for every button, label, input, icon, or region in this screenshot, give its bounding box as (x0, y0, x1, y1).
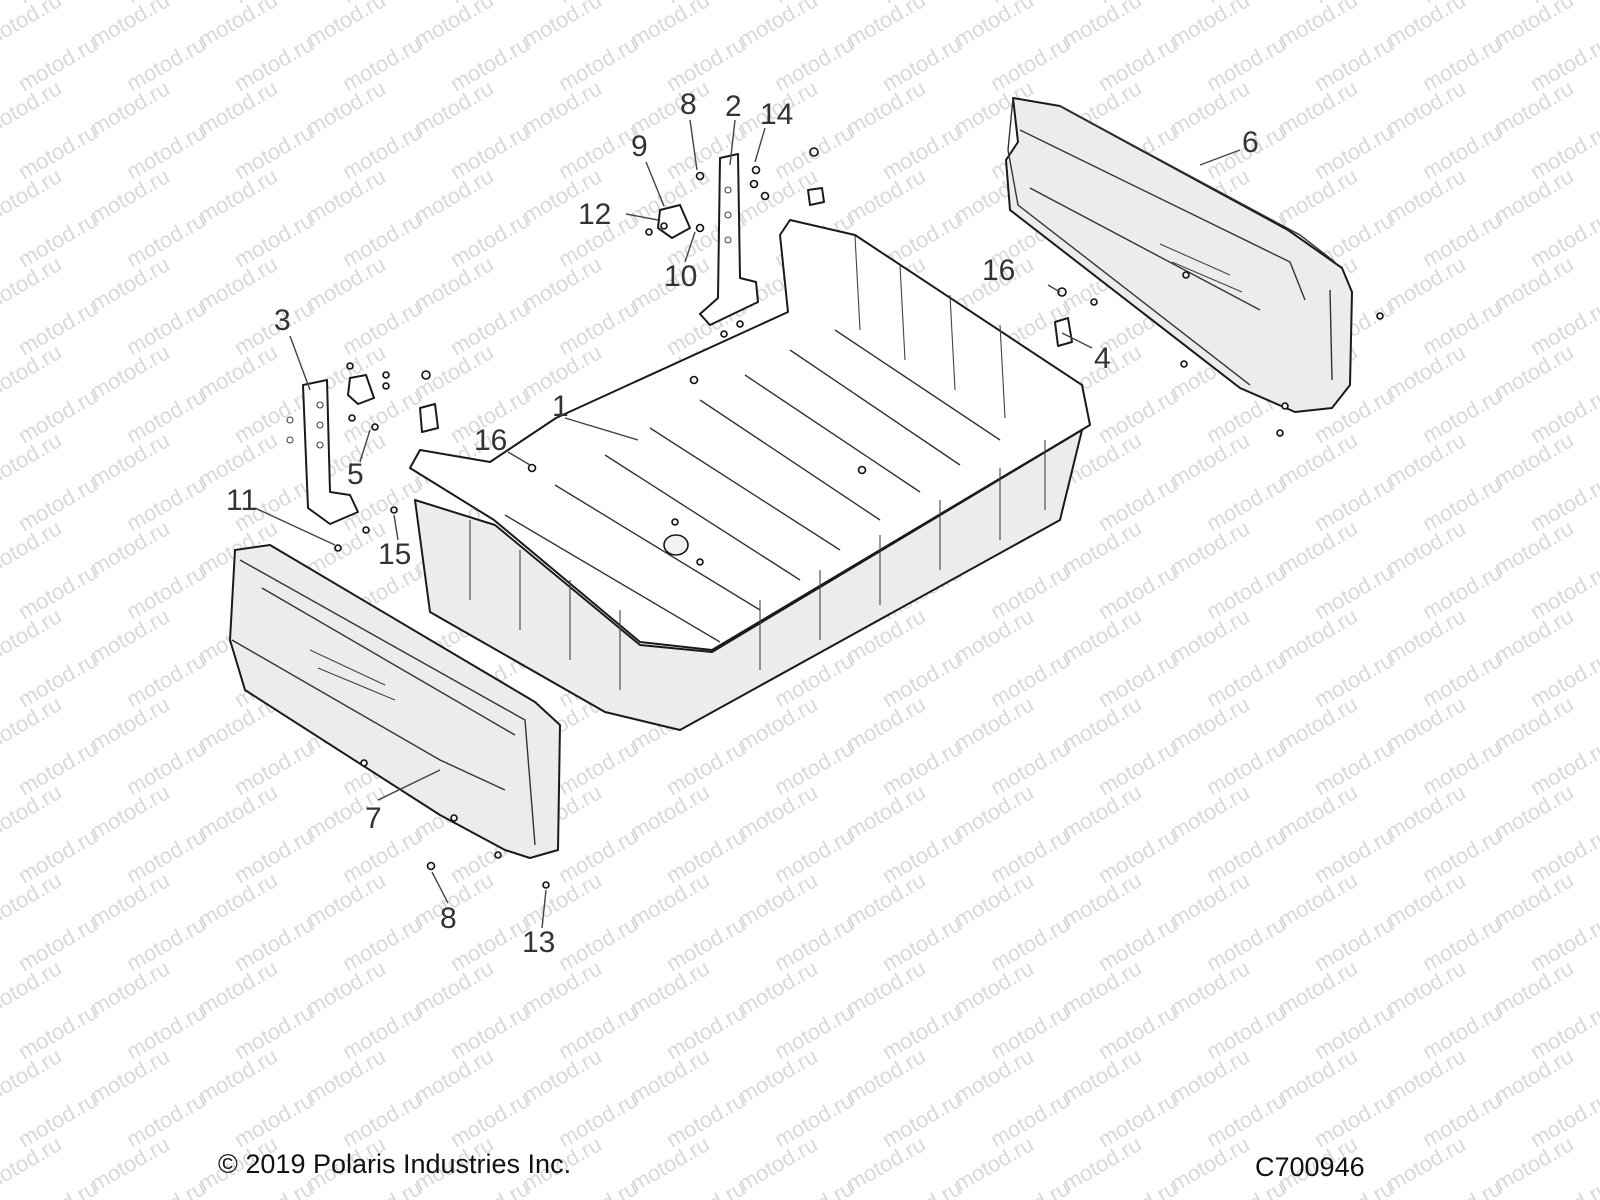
part-4-tie-down (1054, 317, 1073, 347)
watermark-text: motod.ru (1382, 0, 1470, 52)
watermark-text: motod.ru (878, 1175, 966, 1200)
part-bump-stop (807, 187, 825, 206)
watermark-text: motod.ru (518, 0, 606, 52)
watermark-text: motod.ru (194, 0, 282, 52)
callout-8-top: 8 (680, 88, 697, 121)
watermark-text: motod.ru (14, 1175, 102, 1200)
callout-2: 2 (725, 90, 742, 123)
part-1-cargo-box (409, 219, 1091, 731)
callout-15: 15 (378, 538, 411, 571)
part-5-latch (347, 374, 375, 405)
watermark-text: motod.ru (410, 0, 498, 52)
copyright-notice: © 2019 Polaris Industries Inc. (218, 1149, 572, 1179)
watermark-text: motod.ru (1490, 0, 1578, 52)
watermark-text: motod.ru (1166, 0, 1254, 52)
callout-8-bottom: 8 (440, 902, 457, 935)
fasteners (334, 147, 1384, 889)
watermark-text: motod.ru (770, 1175, 858, 1200)
callout-16-right: 16 (982, 254, 1015, 287)
watermark-text: motod.ru (0, 0, 66, 52)
part-7-side-panel (229, 544, 561, 859)
callout-9: 9 (631, 130, 648, 163)
watermark-text: motod.ru (1094, 1175, 1182, 1200)
watermark-text: motod.ru (1274, 0, 1362, 52)
watermark-text: motod.ru (1418, 1175, 1506, 1200)
callout-10: 10 (664, 260, 697, 293)
part-3-bracket (286, 379, 359, 525)
diagram-code: C700946 (1255, 1152, 1365, 1182)
watermark-text: motod.ru (302, 0, 390, 52)
callout-6: 6 (1242, 126, 1259, 159)
watermark-text: motod.ru (734, 0, 822, 52)
watermark-text: motod.ru (986, 1175, 1074, 1200)
callout-16-left: 16 (474, 424, 507, 457)
leader-lines (254, 119, 1241, 929)
part-2-bracket (699, 153, 759, 326)
watermark-text: motod.ru (122, 1175, 210, 1200)
watermark-text: motod.ru (1058, 0, 1146, 52)
part-6-side-panel (1005, 97, 1353, 413)
watermark-text: motod.ru (662, 1175, 750, 1200)
watermark-text: motod.ru (1526, 1175, 1600, 1200)
part-9-latch (657, 204, 691, 239)
watermark-text: motod.ru (626, 0, 714, 52)
callout-14: 14 (760, 98, 793, 131)
callout-13: 13 (522, 926, 555, 959)
callout-11: 11 (226, 484, 257, 517)
callout-12: 12 (578, 198, 611, 231)
part-tie-down-left (419, 403, 439, 433)
watermark-text: motod.ru (86, 0, 174, 52)
callout-labels: 1 2 3 4 5 6 7 8 8 9 10 11 12 13 14 15 16… (226, 88, 1259, 959)
callout-1: 1 (552, 390, 569, 423)
watermark-text: motod.ru (950, 0, 1038, 52)
callout-5: 5 (347, 458, 364, 491)
watermark-text: motod.ru (842, 0, 930, 52)
callout-4: 4 (1094, 342, 1111, 375)
callout-3: 3 (274, 304, 291, 337)
callout-7: 7 (365, 802, 382, 835)
